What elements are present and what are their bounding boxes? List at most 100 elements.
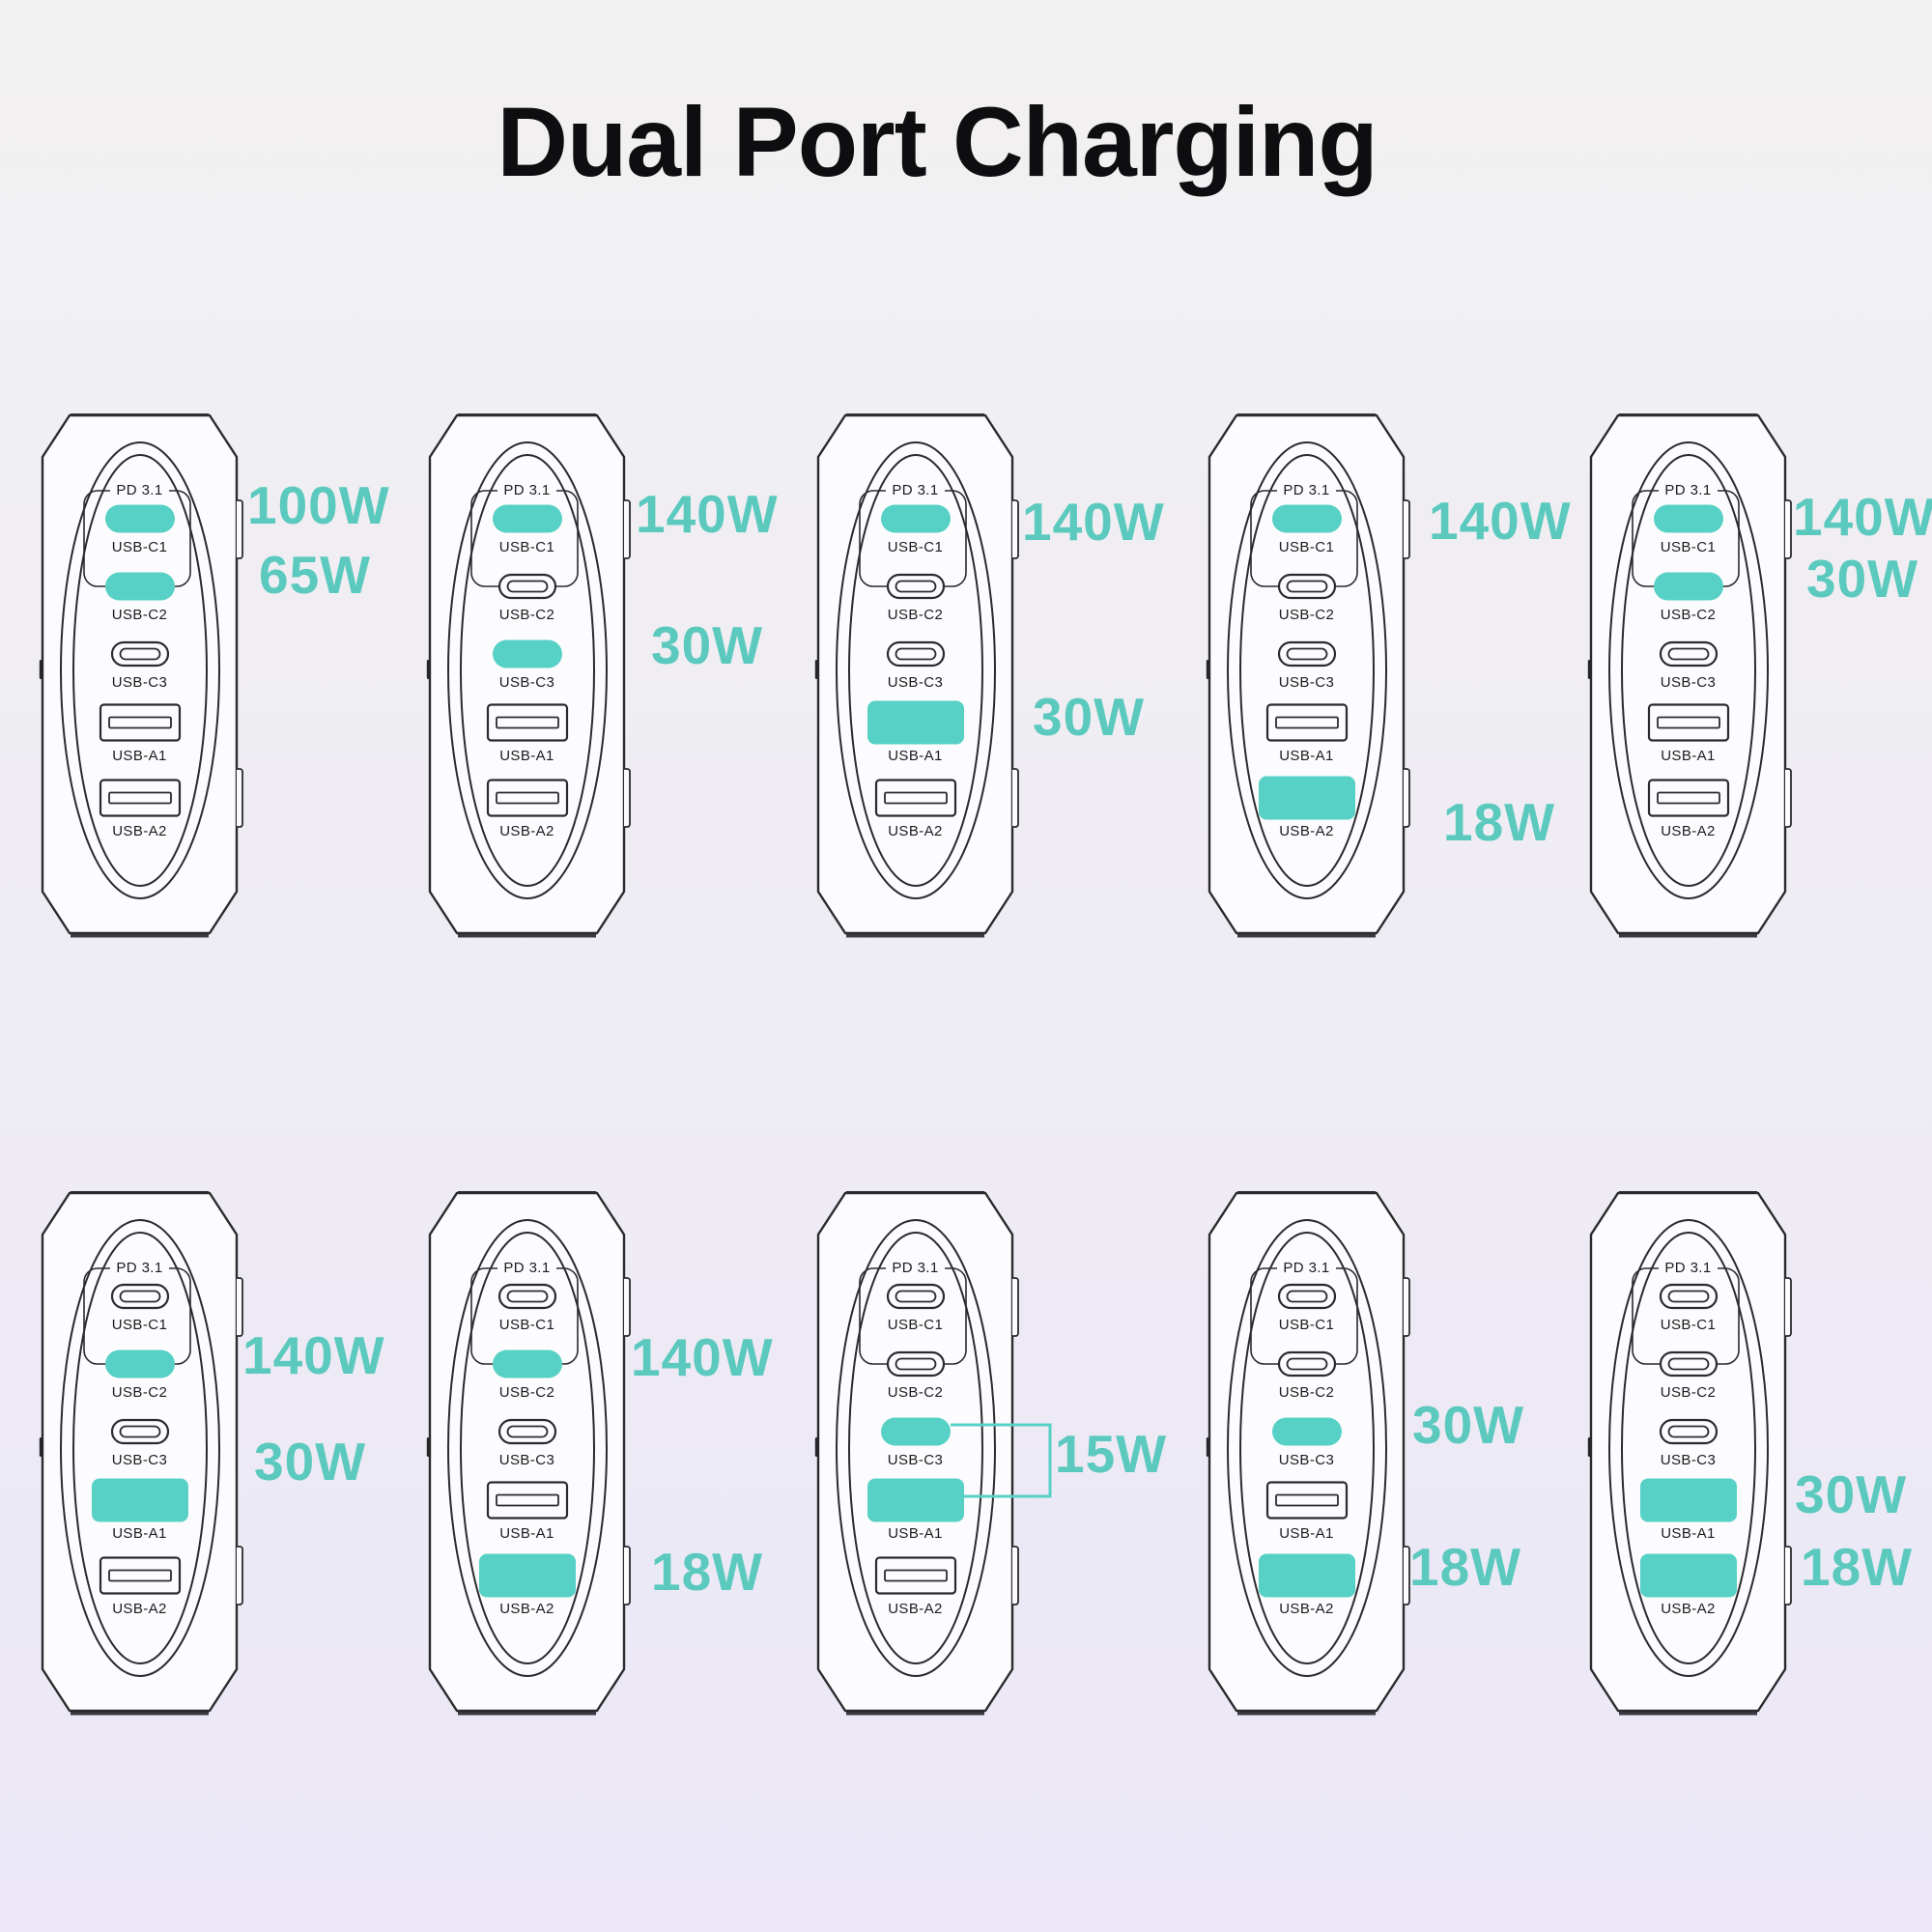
charger-body-drawing (426, 413, 631, 938)
usb-c3-port-pin (1286, 647, 1328, 661)
ac-edge-strip-bottom (458, 1710, 596, 1716)
usb-a2-port-label: USB-A2 (1661, 1601, 1716, 1617)
side-tab-lower (1785, 768, 1792, 828)
usb-a1-port-label: USB-A1 (1279, 1525, 1334, 1542)
usb-c1-port-active (493, 504, 562, 533)
usb-c3-port-label: USB-C3 (111, 1452, 168, 1468)
side-notch (814, 660, 818, 679)
faceplate-oval-inner (1621, 454, 1756, 887)
faceplate-oval-outer (1608, 441, 1769, 899)
ac-edge-strip-bottom (1619, 932, 1757, 938)
faceplate-oval-outer (447, 441, 608, 899)
usb-a2-port-label: USB-A2 (112, 823, 167, 839)
usb-c2-port-pin (506, 580, 549, 593)
usb-c2-port-pin (1667, 1357, 1710, 1371)
usb-c1-port-label: USB-C1 (111, 539, 168, 555)
charger-body-drawing (814, 413, 1019, 938)
wattage-label: 140W (1793, 487, 1932, 547)
side-notch (39, 1437, 43, 1457)
usb-a1-port-slot (496, 1493, 559, 1507)
side-notch (814, 1437, 818, 1457)
usb-a2-port-slot (496, 791, 559, 805)
pd-group: PD 3.1 (816, 1260, 1014, 1277)
usb-a2-port-label: USB-A2 (1661, 823, 1716, 839)
usb-a1-port-slot (1657, 716, 1720, 729)
usb-a2-port-slot (108, 1569, 172, 1582)
usb-c2-port-pin (1286, 580, 1328, 593)
charger-body-drawing (814, 1191, 1052, 1716)
wattage-label: 30W (1033, 687, 1146, 747)
faceplate-oval-inner (72, 1232, 208, 1664)
charger-outline (41, 1191, 239, 1713)
charger-outline (816, 1191, 1014, 1713)
side-tab-lower (1785, 1546, 1792, 1605)
usb-a2-port-active (1259, 776, 1355, 820)
usb-c3-port-pin (119, 647, 161, 661)
side-tab-upper (624, 499, 631, 559)
wattage-label: 18W (1443, 792, 1556, 852)
faceplate-oval-inner (1239, 1232, 1375, 1664)
usb-c3-port-pin (895, 647, 937, 661)
usb-c3-port-pin (1667, 1425, 1710, 1438)
pd-version-label: PD 3.1 (886, 1260, 945, 1276)
usb-c1-port-pin (1286, 1290, 1328, 1303)
usb-a2-port-slot (884, 1569, 948, 1582)
pd-group: PD 3.1 (428, 1260, 626, 1277)
wattage-label: 140W (636, 484, 779, 544)
usb-a1-port-label: USB-A1 (499, 1525, 554, 1542)
side-tab-upper (1012, 499, 1019, 559)
usb-a2-port-active (1640, 1553, 1737, 1598)
side-notch (1587, 660, 1591, 679)
usb-c2-port-active (1654, 572, 1723, 601)
usb-a2-port-slot (884, 791, 948, 805)
wattage-label: 30W (254, 1432, 367, 1492)
usb-c1-port-active (1272, 504, 1342, 533)
side-notch (426, 660, 430, 679)
wattage-label: 15W (1055, 1424, 1168, 1484)
usb-c1-port-label: USB-C1 (1278, 539, 1335, 555)
ac-edge-strip-bottom (71, 1710, 209, 1716)
wattage-label: 30W (1795, 1464, 1908, 1524)
usb-c2-port-label: USB-C2 (111, 607, 168, 623)
pd-group: PD 3.1 (41, 482, 239, 499)
side-tab-upper (624, 1277, 631, 1337)
usb-a1-port-label: USB-A1 (1661, 1525, 1716, 1542)
usb-c2-port-label: USB-C2 (887, 1384, 944, 1401)
usb-c3-port-active (493, 639, 562, 668)
side-tab-upper (1404, 499, 1410, 559)
usb-c3-port-active (881, 1417, 951, 1446)
usb-c2-port-active (105, 572, 175, 601)
usb-c3-port-pin (1667, 647, 1710, 661)
faceplate-oval-inner (460, 454, 595, 887)
charger-body-drawing (1587, 1191, 1792, 1716)
usb-a2-port-label: USB-A2 (1279, 823, 1334, 839)
wattage-label: 140W (242, 1325, 385, 1385)
wattage-label: 18W (651, 1542, 764, 1602)
pd-group: PD 3.1 (41, 1260, 239, 1277)
usb-a2-port-active (1259, 1553, 1355, 1598)
usb-a1-port-label: USB-A1 (888, 748, 943, 764)
usb-c3-port-label: USB-C3 (887, 674, 944, 691)
wattage-label: 18W (1409, 1537, 1522, 1597)
usb-c1-port-active (105, 504, 175, 533)
usb-a1-port-slot (1275, 716, 1339, 729)
side-notch (426, 1437, 430, 1457)
usb-a2-port-label: USB-A2 (499, 823, 554, 839)
usb-c1-port-label: USB-C1 (111, 1317, 168, 1333)
ac-edge-strip-bottom (458, 932, 596, 938)
usb-c3-port-label: USB-C3 (111, 674, 168, 691)
usb-c2-port-pin (895, 580, 937, 593)
usb-c2-port-pin (1286, 1357, 1328, 1371)
faceplate-oval-inner (72, 454, 208, 887)
faceplate-oval-inner (460, 1232, 595, 1664)
usb-c3-port-label: USB-C3 (887, 1452, 944, 1468)
usb-c1-port-label: USB-C1 (1278, 1317, 1335, 1333)
wattage-label: 140W (1022, 492, 1165, 552)
usb-a1-port-active (867, 1478, 964, 1522)
usb-a2-port-label: USB-A2 (888, 823, 943, 839)
